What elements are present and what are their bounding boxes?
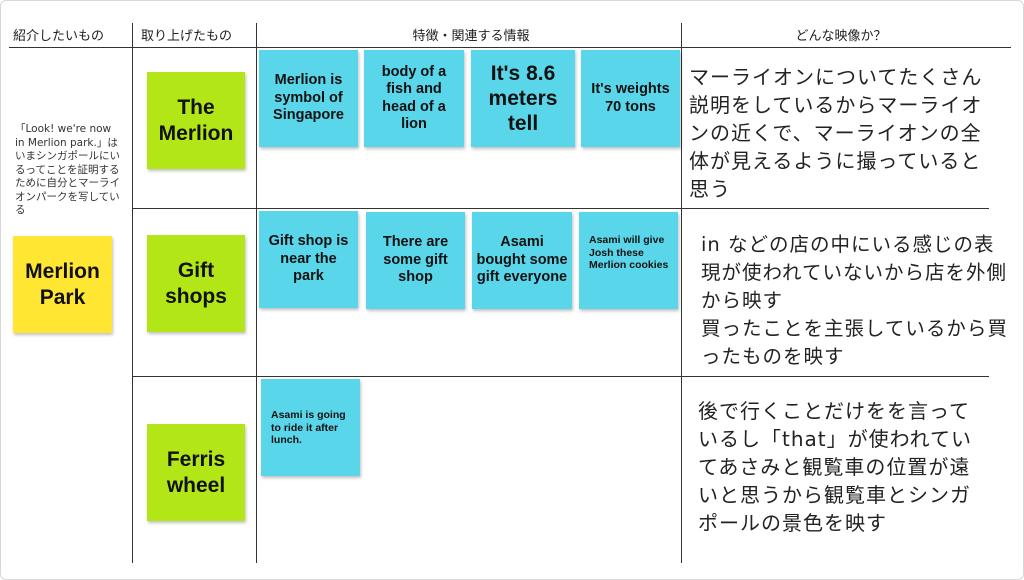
feature-note: body of a fish and head of a lion: [364, 50, 464, 147]
feature-note: Asami is going to ride it after lunch.: [261, 379, 360, 476]
feature-note: It's 8.6 meters tell: [471, 50, 575, 147]
feature-note: It's weights 70 tons: [581, 50, 680, 147]
row-divider-2: [132, 376, 989, 377]
feature-note: There are some gift shop: [366, 212, 465, 309]
header-introduce: 紹介したいもの: [13, 29, 105, 44]
topic-note-gift-shops: Gift shops: [147, 235, 245, 332]
feature-note: Merlion is symbol of Singapore: [259, 50, 358, 147]
video-description: マーライオンについてたくさん説明をしているからマーライオンの近くで、マーライオン…: [689, 65, 983, 201]
video-description: 後で行くことだけをを言っているし「that」が使われていてあさみと観覧車の位置が…: [698, 399, 973, 535]
feature-note: Asami will give Josh these Merlion cooki…: [579, 212, 678, 309]
header-topics: 取り上げたもの: [141, 29, 233, 44]
merlion-park-caption: 「Look! we're now in Merlion park.」はいまシンガ…: [15, 123, 120, 216]
header-features: 特徴・関連する情報: [412, 29, 530, 44]
column-divider-2: [256, 23, 257, 563]
column-divider-3: [681, 23, 682, 563]
topic-note-ferris-wheel: Ferris wheel: [147, 424, 245, 521]
merlion-park-note: Merlion Park: [13, 236, 112, 333]
row-divider-1: [132, 208, 989, 209]
column-divider-1: [132, 23, 133, 563]
header-divider: [9, 47, 1011, 48]
topic-note-merlion: The Merlion: [147, 72, 245, 169]
header-video: どんな映像か？: [795, 29, 887, 44]
feature-note: Gift shop is near the park: [259, 211, 358, 308]
feature-note: Asami bought some gift everyone: [472, 212, 572, 309]
video-description: in などの店の中にいる感じの表現が使われていないから店を外側から映す 買ったこ…: [701, 233, 1008, 368]
